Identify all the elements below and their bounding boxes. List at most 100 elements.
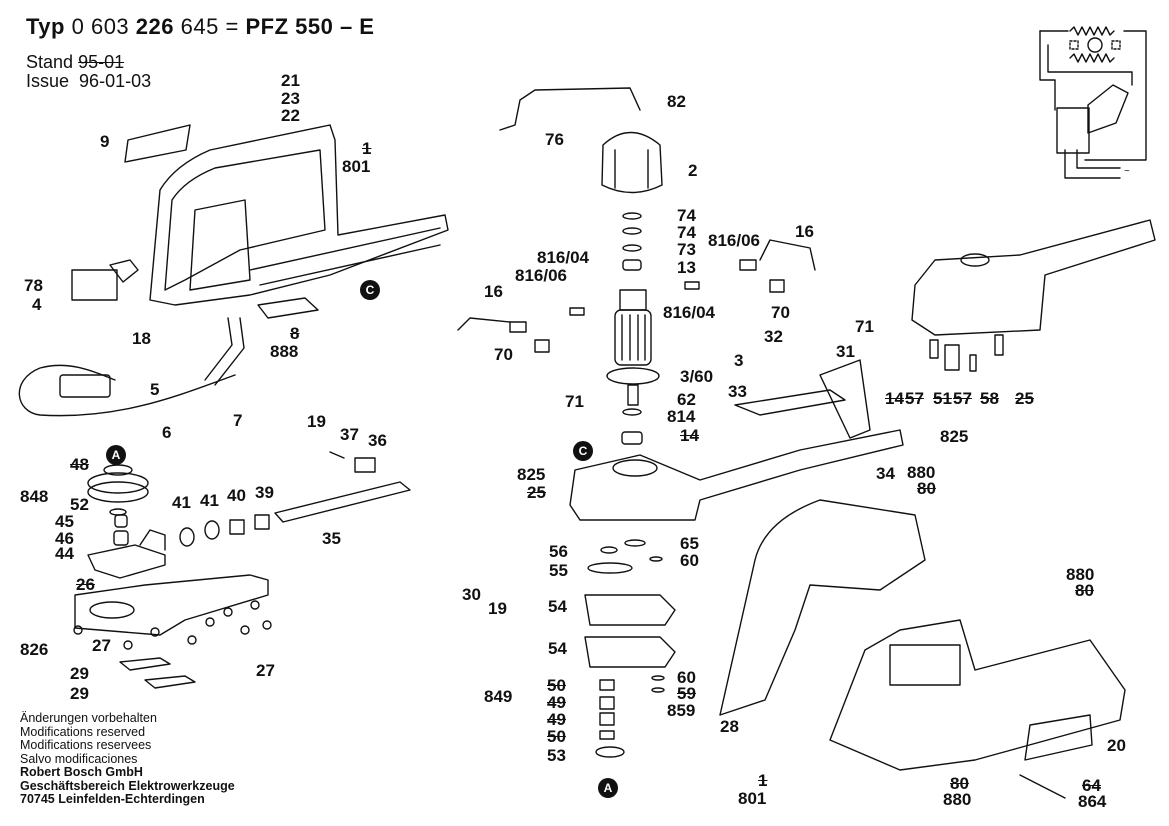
callout-825b: 825 [940, 427, 969, 446]
callout-25a: 25 [527, 483, 546, 502]
callout-76: 76 [545, 130, 564, 149]
callout-71a: 71 [565, 392, 584, 411]
callout-22: 22 [281, 106, 300, 125]
marker-a-top: A [106, 445, 126, 465]
callout-70a: 70 [494, 345, 513, 364]
callout-21: 21 [281, 71, 300, 90]
callout-58: 58 [980, 389, 999, 408]
callout-59: 59 [677, 684, 696, 703]
callout-5: 5 [150, 380, 160, 399]
callout-6: 6 [162, 423, 172, 442]
company-name: Robert Bosch GmbH [20, 765, 143, 779]
power-cord [18, 317, 245, 417]
callout-53: 53 [547, 746, 566, 765]
callout-56: 56 [549, 542, 568, 561]
note-fr: Modifications reservees [20, 738, 152, 752]
callout-82: 82 [667, 92, 686, 111]
callout-80a: 80 [917, 479, 936, 498]
callout-848: 848 [20, 487, 49, 506]
callout-23: 23 [281, 89, 300, 108]
plate-44 [87, 529, 166, 579]
callout-859: 859 [667, 701, 696, 720]
callout-19b: 19 [488, 599, 507, 618]
callout-48: 48 [70, 455, 89, 474]
callout-74a: 74 [677, 206, 696, 225]
callout-4: 4 [32, 295, 42, 314]
callout-1b: 1 [758, 771, 768, 790]
callout-52: 52 [70, 495, 89, 514]
callout-65: 65 [680, 534, 699, 553]
callout-888: 888 [270, 342, 299, 361]
document-title: Typ 0 603 226 645 = PFZ 550 – E [26, 14, 374, 40]
callout-1a: 1 [362, 139, 372, 158]
callout-31: 31 [836, 342, 855, 361]
svg-text:~: ~ [1124, 166, 1130, 177]
gear-848 [87, 464, 149, 546]
housing-half-left [149, 124, 449, 306]
callout-54b: 54 [548, 639, 567, 658]
callout-44: 44 [55, 544, 74, 563]
marker-c-left: C [360, 280, 380, 300]
screws-27 [73, 600, 272, 650]
callout-80c: 80 [950, 774, 969, 793]
callout-60b: 60 [677, 668, 696, 687]
callout-51: 51 [933, 389, 952, 408]
callout-816-04b: 816/04 [663, 303, 715, 322]
callout-57a: 57 [905, 389, 924, 408]
callout-46: 46 [55, 529, 74, 548]
callout-45: 45 [55, 512, 74, 531]
label-plate-8 [257, 297, 319, 319]
callout-80b: 80 [1075, 581, 1094, 600]
callout-864: 864 [1078, 792, 1107, 811]
part-number-suffix: 645 [180, 14, 219, 39]
brush-holders [457, 239, 816, 353]
callout-816-06a: 816/06 [708, 231, 760, 250]
label-plate-9 [124, 124, 191, 163]
marker-a-bottom: A [598, 778, 618, 798]
issue-value: 96-01-03 [79, 71, 152, 91]
gear-housing-825-alt [911, 219, 1156, 372]
company-division: Geschäftsbereich Elektrowerkzeuge [20, 778, 235, 793]
gear-housing-825 [569, 429, 904, 521]
housing-half-right [719, 499, 1126, 799]
callout-78: 78 [24, 276, 43, 295]
callout-880a: 880 [907, 463, 936, 482]
callout-826: 826 [20, 640, 49, 659]
callout-7: 7 [233, 411, 243, 430]
callout-27a: 27 [92, 636, 111, 655]
callout-41a: 41 [172, 493, 191, 512]
wiring-schematic: ~ [1039, 26, 1147, 179]
bracket-31 [734, 359, 871, 439]
callout-816-06b: 816/06 [515, 266, 567, 285]
callout-849: 849 [484, 687, 513, 706]
callout-50b: 50 [547, 727, 566, 746]
base-plate-826 [74, 574, 269, 689]
callout-20: 20 [1107, 736, 1126, 755]
type-word: Typ [26, 14, 65, 39]
stand-line: Stand 95-01 [26, 52, 124, 72]
marker-c-center: C [573, 441, 593, 461]
callout-35: 35 [322, 529, 341, 548]
callout-2: 2 [688, 161, 698, 180]
note-de: Änderungen vorbehalten [20, 711, 157, 725]
part-number-prefix: 0 603 [71, 14, 130, 39]
callout-26: 26 [76, 575, 95, 594]
equals-sign: = [225, 14, 239, 39]
switch-4 [71, 259, 139, 301]
callout-41b: 41 [200, 491, 219, 510]
callout-37: 37 [340, 425, 359, 444]
callout-801a: 801 [342, 157, 371, 176]
callout-55: 55 [549, 561, 568, 580]
callout-19a: 19 [307, 412, 326, 431]
callout-49b: 49 [547, 710, 566, 729]
footer-notes: Änderungen vorbehalten Modifications res… [20, 711, 235, 807]
callout-39: 39 [255, 483, 274, 502]
armature-3 [606, 289, 660, 445]
callout-880b: 880 [1066, 565, 1095, 584]
callout-74b: 74 [677, 223, 696, 242]
issue-label: Issue [26, 71, 70, 91]
callout-62: 62 [677, 390, 696, 409]
callout-9: 9 [100, 132, 110, 151]
callout-57b: 57 [953, 389, 972, 408]
